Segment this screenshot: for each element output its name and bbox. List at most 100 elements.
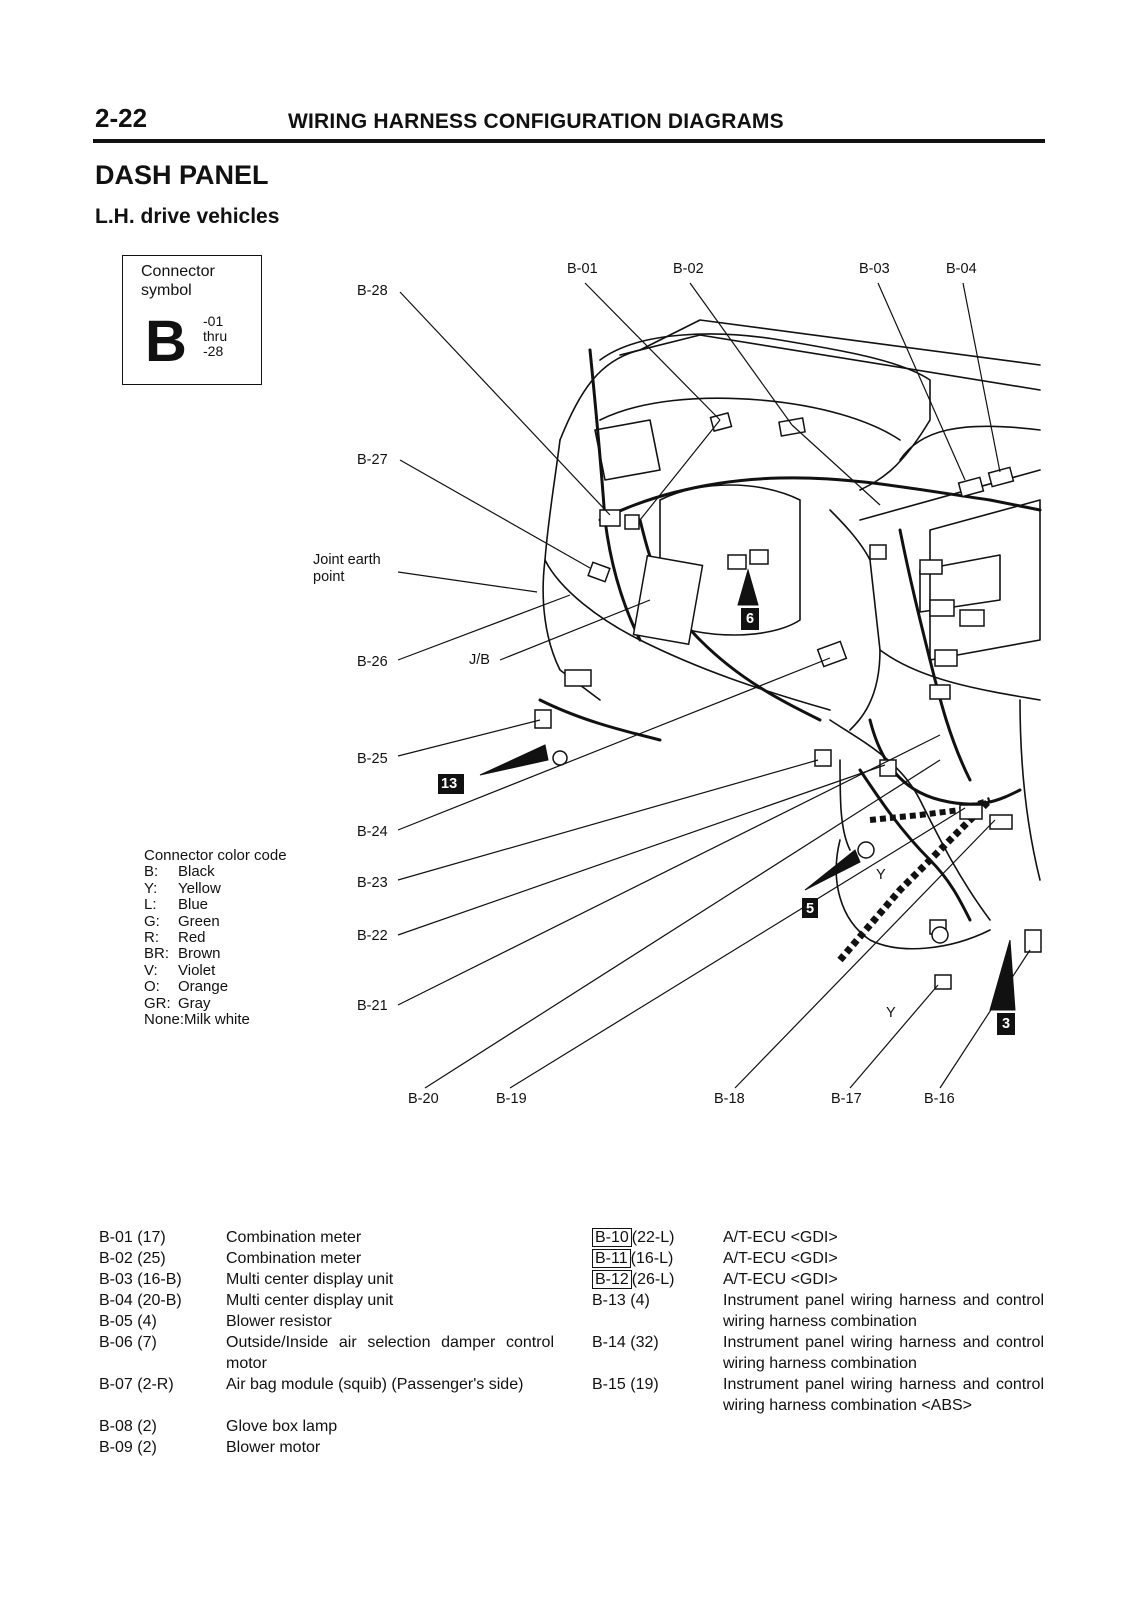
connector-jb: [632, 554, 704, 646]
callout-b16: B-16: [924, 1091, 955, 1107]
callout-b27: B-27: [357, 452, 388, 468]
connector-code-box: B-10: [592, 1228, 632, 1247]
callout-b21: B-21: [357, 998, 388, 1014]
right-harness: [898, 528, 972, 782]
leader-b21: [397, 734, 941, 1006]
callout-b01: B-01: [567, 261, 598, 277]
console-base: [835, 839, 991, 950]
color-code: BR:: [144, 945, 170, 963]
ref-arrow-13: [479, 744, 549, 776]
color-code: O:: [144, 978, 160, 996]
callout-y-2: Y: [886, 1005, 896, 1021]
color-legend-row: O: Orange: [144, 978, 287, 996]
connector-center-1: [869, 544, 887, 560]
callout-b17: B-17: [831, 1091, 862, 1107]
connector-right-2: [959, 609, 985, 627]
section-title: DASH PANEL: [95, 160, 269, 190]
ref-arrow-3: [989, 939, 1016, 1011]
connector-b16b: [1024, 929, 1042, 953]
ref-box-6: [741, 608, 759, 630]
callout-b19: B-19: [496, 1091, 527, 1107]
connector-code: B-09 (2): [99, 1439, 157, 1456]
striped-harness: [837, 797, 993, 963]
meter-hood: [599, 333, 931, 491]
connector-b28b: [624, 514, 640, 530]
connector-code-suffix: (16-L): [630, 1250, 674, 1267]
color-name: Black: [178, 863, 215, 881]
connector-mid-2: [749, 549, 769, 565]
color-name: Violet: [178, 961, 216, 979]
connector-desc: Instrument panel wiring harness and cont…: [723, 1376, 1044, 1414]
color-legend-row: G:Green: [144, 913, 287, 930]
connector-desc: Instrument panel wiring harness and cont…: [723, 1334, 1044, 1372]
table-row: B-06 (7) Outside/Inside air selection da…: [99, 1332, 554, 1374]
callout-b26: B-26: [357, 654, 388, 670]
connector-table-left: B-01 (17) Combination meter B-02 (25) Co…: [99, 1227, 554, 1458]
connector-code: B-05 (4): [99, 1313, 157, 1330]
connector-code: B-06 (7): [99, 1334, 157, 1351]
striped-harness-2: [869, 797, 991, 823]
color-legend-row: B: Black: [144, 863, 287, 881]
connector-code: B-04 (20-B): [99, 1292, 182, 1309]
color-name: Gray: [178, 994, 211, 1012]
table-row: B-07 (2-R) Air bag module (squib) (Passe…: [99, 1374, 554, 1416]
connector-desc: A/T-ECU <GDI>: [723, 1229, 838, 1246]
vent-right: [919, 554, 1001, 613]
color-code: B:: [144, 863, 159, 881]
center-console: [829, 509, 881, 731]
color-legend-row: V:Violet: [144, 961, 287, 979]
table-row: B-03 (16-B) Multi center display unit: [99, 1269, 554, 1290]
table-row: B-08 (2) Glove box lamp: [99, 1416, 554, 1437]
main-harness: [598, 476, 1042, 522]
color-name: Red: [178, 929, 206, 947]
connector-code: B-01 (17): [99, 1229, 166, 1246]
connector-mid-1: [727, 554, 747, 570]
callout-b20: B-20: [408, 1091, 439, 1107]
color-name: Orange: [178, 978, 229, 996]
connector-desc: Blower motor: [226, 1439, 321, 1456]
leader-b04: [962, 282, 1001, 473]
callout-b24: B-24: [357, 824, 388, 840]
connector-code-suffix: (22-L): [631, 1229, 675, 1246]
connector-desc: Instrument panel wiring harness and cont…: [723, 1292, 1044, 1330]
leader-b23: [397, 759, 819, 881]
earth-point-1: [552, 750, 568, 766]
table-row: B-12(26-L) A/T-ECU <GDI>: [592, 1269, 1044, 1290]
vent-left: [594, 419, 661, 481]
dash-top-edge: [619, 334, 1041, 391]
ref-label-5: 5: [806, 901, 815, 917]
color-code: L:: [144, 896, 157, 914]
connector-code: B-15 (19): [592, 1376, 659, 1393]
callout-joint-earth-1: Joint earth: [313, 552, 381, 568]
table-row: B-14 (32) Instrument panel wiring harnes…: [592, 1332, 1044, 1374]
connector-code: B-13 (4): [592, 1292, 650, 1309]
connector-color-legend: Connector color code B: Black Y: Yellow L:…: [144, 847, 287, 1029]
table-row: B-15 (19) Instrument panel wiring harnes…: [592, 1374, 1044, 1437]
leader-b26: [397, 594, 571, 661]
color-legend-title: Connector color code: [144, 847, 287, 864]
connector-symbol-caption: Connector symbol: [141, 262, 215, 300]
color-legend-row: GR:Gray: [144, 994, 287, 1012]
color-code: Y:: [144, 879, 158, 897]
color-legend-row: Y: Yellow: [144, 879, 287, 897]
table-row: B-13 (4) Instrument panel wiring harness…: [592, 1290, 1044, 1332]
leader-b24: [397, 657, 831, 831]
color-legend-row: L:Blue: [144, 896, 287, 914]
table-row: B-09 (2) Blower motor: [99, 1437, 554, 1458]
color-name: Milk white: [184, 1011, 250, 1029]
right-end: [1019, 699, 1041, 881]
color-name: Yellow: [178, 879, 221, 897]
caption-line-1: Connector: [141, 263, 215, 280]
leader-b01: [584, 282, 721, 421]
connector-desc: A/T-ECU <GDI>: [723, 1250, 838, 1267]
leader-b28: [399, 291, 611, 516]
center-harness-2: [868, 718, 1022, 806]
table-row: B-05 (4) Blower resistor: [99, 1311, 554, 1332]
connector-desc: Blower resistor: [226, 1313, 332, 1330]
table-row: B-04 (20-B) Multi center display unit: [99, 1290, 554, 1311]
callout-b25: B-25: [357, 751, 388, 767]
connector-b18: [934, 974, 952, 990]
connector-b17: [989, 814, 1013, 830]
console-front: [839, 759, 851, 851]
